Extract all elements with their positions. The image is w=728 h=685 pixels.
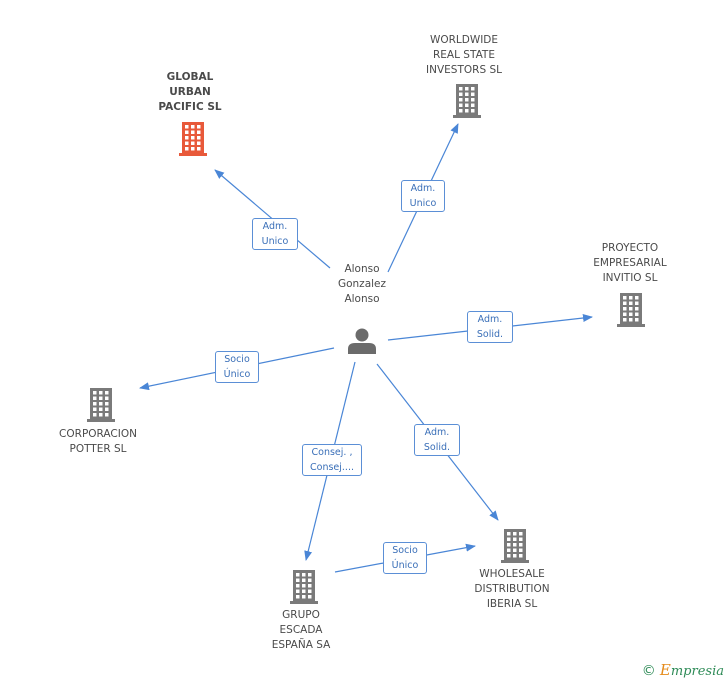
brand-name: mpresia [670,664,724,679]
company-name-wholesale[interactable]: WHOLESALE DISTRIBUTION IBERIA SL [474,568,550,610]
person-icon[interactable] [348,328,376,355]
company-name-global-urban[interactable]: GLOBAL URBAN PACIFIC SL [158,71,222,113]
company-name-worldwide[interactable]: WORLDWIDE REAL STATE INVESTORS SL [426,34,502,76]
company-name-corporacion[interactable]: CORPORACION POTTER SL [59,428,137,455]
brand-initial: E [659,661,671,679]
building-icon-proyecto[interactable] [617,293,645,327]
edge-label-wholesale[interactable]: Socio Único [383,542,427,574]
footer-brand: © Empresia [642,661,724,679]
edge-label-global-urban[interactable]: Adm. Unico [252,218,298,250]
company-name-proyecto[interactable]: PROYECTO EMPRESARIAL INVITIO SL [593,242,667,284]
copyright-icon: © [641,663,656,679]
building-icon-wholesale[interactable] [501,529,529,563]
edge-label-corporacion[interactable]: Socio Único [215,351,259,383]
edge-label-grupo[interactable]: Consej. , Consej.... [302,444,362,476]
building-icon-corporacion[interactable] [87,388,115,422]
person-name[interactable]: Alonso Gonzalez Alonso [337,263,387,305]
edge-label-worldwide[interactable]: Adm. Unico [401,180,445,212]
edge-label-proyecto[interactable]: Adm. Solid. [467,311,513,343]
company-name-grupo[interactable]: GRUPO ESCADA ESPAÑA SA [271,609,331,651]
building-icon-global-urban[interactable] [179,122,207,156]
building-icon-grupo[interactable] [290,570,318,604]
edge-label-wholesale[interactable]: Adm. Solid. [414,424,460,456]
building-icon-worldwide[interactable] [453,84,481,118]
